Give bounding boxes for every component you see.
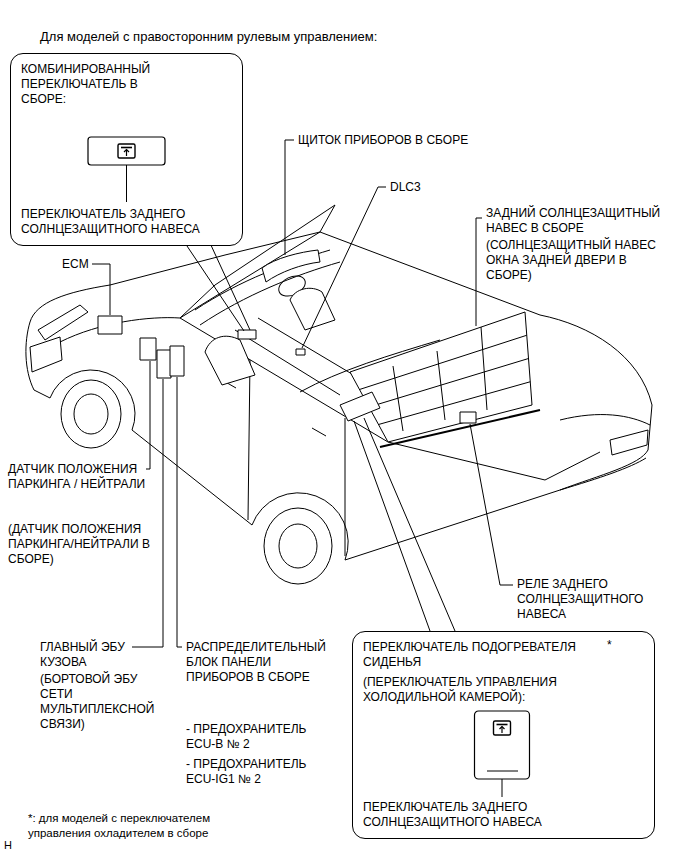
footnote-mark: * [607,638,612,653]
page-mark: H [4,838,12,853]
pn-sensor-part [140,338,156,360]
icon-screen [494,721,511,735]
front-rim [74,394,108,434]
leader-line [185,243,244,331]
part-label: DLC3 [390,180,421,195]
leader-line [92,264,110,315]
text-row: КОМБИНИРОВАННЫЙ ПЕРЕКЛЮЧАТЕЛЬ В СБОРЕ: [21,62,232,107]
tail-light [610,430,648,455]
trunk-line [545,452,600,480]
text-row: ПЕРЕКЛЮЧАТЕЛЬ ЗАДНЕГО СОЛНЦЕЗАЩИТНОГО НА… [21,207,232,237]
callout-text: (ПЕРЕКЛЮЧАТЕЛЬ УПРАВЛЕНИЯ ХОЛОДИЛЬНОЙ КА… [363,675,618,705]
icon-holder [21,107,232,207]
part-label: ЗАДНИЙ СОЛНЦЕЗАЩИТНЫЙ НАВЕС В СБОРЕ [486,206,684,236]
part-label: (СОЛНЦЕЗАЩИТНЫЙ НАВЕС ОКНА ЗАДНЕЙ ДВЕРИ … [486,238,671,283]
rear-bumper [560,458,646,490]
leader-line [302,187,386,348]
leader-line [502,779,503,797]
door-seam [345,418,346,556]
text-row: ПЕРЕКЛЮЧАТЕЛЬ ПОДОГРЕВАТЕЛЯ СИДЕНЬЯ * [363,640,644,670]
diagram-title: Для моделей с правосторонним рулевым упр… [40,29,377,44]
part-label: ГЛАВНЫЙ ЭБУ КУЗОВА [40,640,145,670]
rear-rim [279,524,317,568]
door-seam [248,360,250,520]
leader-line [132,379,163,647]
callout-text: ПЕРЕКЛЮЧАТЕЛЬ ЗАДНЕГО СОЛНЦЕЗАЩИТНОГО НА… [21,207,221,237]
part-label: - ПРЕДОХРАНИТЕЛЬ ECU-IG1 № 2 [186,757,336,787]
text-row: ПЕРЕКЛЮЧАТЕЛЬ ЗАДНЕГО СОЛНЦЕЗАЩИТНОГО НА… [363,800,644,830]
combination-switch-part [238,330,256,339]
leader-line [126,165,127,202]
trunk-deck [560,415,650,425]
callout-text: ПЕРЕКЛЮЧАТЕЛЬ ЗАДНЕГО СОЛНЦЕЗАЩИТНОГО НА… [363,800,578,830]
sunshade-rail [380,410,540,447]
sunshade-grid [360,327,531,431]
part-label: ДАТЧИК ПОЛОЖЕНИЯ ПАРКИНГА / НЕЙТРАЛИ [8,462,146,492]
seat-heater-switch-part [340,392,380,421]
part-label: ЩИТОК ПРИБОРОВ В СБОРЕ [298,133,468,148]
callout-text: КОМБИНИРОВАННЫЙ ПЕРЕКЛЮЧАТЕЛЬ В СБОРЕ: [21,62,161,107]
part-label: ECM [62,257,89,272]
leader-line [364,418,455,631]
car-body [26,232,652,560]
switch-icon [21,107,232,207]
console [235,330,340,395]
leader-line [210,243,250,330]
switch-body [88,137,165,165]
part-label: - ПРЕДОХРАНИТЕЛЬ ECU-B № 2 [186,722,336,752]
headlight [38,305,88,340]
leader-line [285,140,294,255]
footnote: *: для моделей с переключателем управлен… [28,811,268,841]
body-ecu-part [157,350,171,378]
front-wheel [61,380,121,448]
front-seat [205,336,255,385]
rear-wheel [264,508,332,584]
icon-roller [497,724,508,726]
icon-screen [118,144,135,158]
leader-line [470,424,513,585]
switch-indicator [487,771,518,772]
junction-block-part [170,346,184,376]
leader-line [146,361,150,469]
switch-icon [363,705,643,800]
door-handle [312,428,326,436]
part-label: РЕЛЕ ЗАДНЕГО СОЛНЦЕЗАЩИТНОГО НАВЕСА [517,577,682,622]
icon-roller [121,147,132,149]
callout-box: КОМБИНИРОВАННЫЙ ПЕРЕКЛЮЧАТЕЛЬ В СБОРЕ: ПЕ… [10,53,243,246]
callout-box: ПЕРЕКЛЮЧАТЕЛЬ ПОДОГРЕВАТЕЛЯ СИДЕНЬЯ * (ПЕР… [352,631,655,839]
ecm-part [98,316,122,334]
icon-arrow-head [500,727,505,730]
leader-line [177,377,182,647]
icon-holder [363,705,644,800]
rear-sunshade [350,312,532,442]
icon-arrow-head [124,150,129,153]
switch-body [475,711,530,779]
part-label: РАСПРЕДЕЛИТЕЛЬНЫЙ БЛОК ПАНЕЛИ ПРИБОРОВ В… [186,640,336,685]
part-label: (БОРТОВОЙ ЭБУ СЕТИ МУЛЬТИПЛЕКСНОЙ СВЯЗИ) [40,672,168,732]
text-row: (ПЕРЕКЛЮЧАТЕЛЬ УПРАВЛЕНИЯ ХОЛОДИЛЬНОЙ КА… [363,675,644,705]
part-label: (ДАТЧИК ПОЛОЖЕНИЯ ПАРКИНГА/НЕЙТРАЛИ В СБ… [8,522,150,567]
dlc3-part [296,349,305,355]
front-seat [290,288,335,330]
leader-line [354,421,430,631]
leader-line [476,218,482,326]
relay-part [460,412,476,423]
grille [30,337,62,372]
callout-text: ПЕРЕКЛЮЧАТЕЛЬ ПОДОГРЕВАТЕЛЯ СИДЕНЬЯ [363,640,603,670]
